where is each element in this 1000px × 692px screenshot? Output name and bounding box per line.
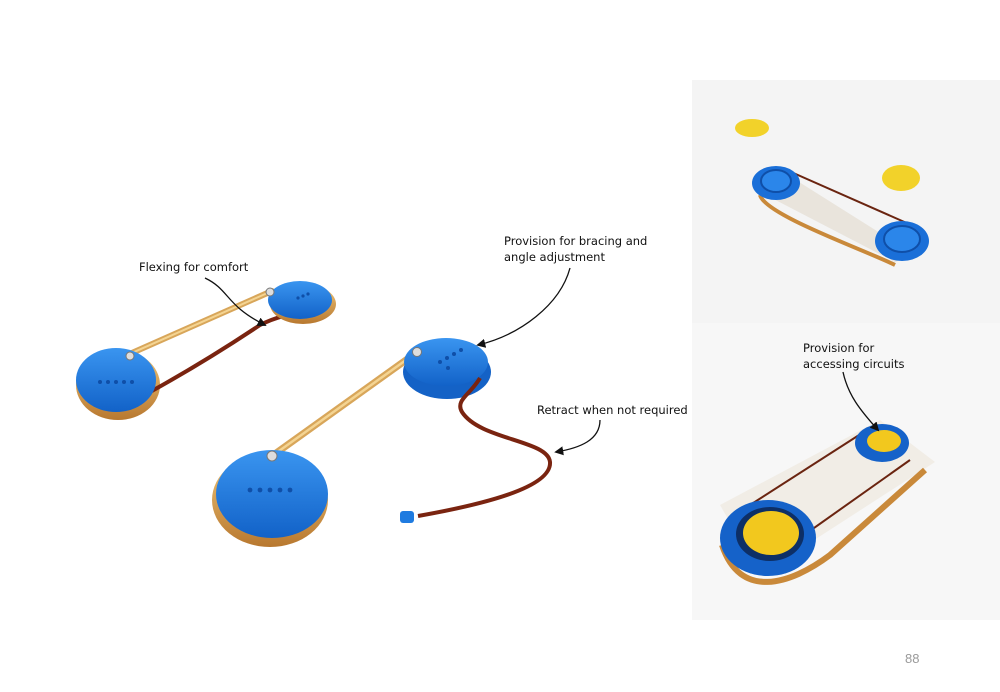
annotation-circuits-line1: Provision for <box>803 341 875 355</box>
yellow-cover <box>882 165 920 191</box>
annotation-circuits-line2: accessing circuits <box>803 357 905 371</box>
yellow-circuit-cover <box>743 511 799 555</box>
yellow-circuit-cover <box>867 430 901 452</box>
device-circuit-access-view <box>719 420 935 585</box>
annotation-bracing-line1: Provision for bracing and <box>504 234 648 248</box>
pivot-screw <box>266 450 278 462</box>
annotation-arrow <box>204 277 267 326</box>
cord-end-cap <box>400 511 414 523</box>
device-small-left <box>76 281 336 420</box>
annotation-arrow <box>842 371 880 432</box>
pivot-screw <box>125 351 135 361</box>
pivot-screw <box>265 287 275 297</box>
yellow-cover <box>735 119 769 137</box>
retractable-cord <box>417 376 553 518</box>
device-exploded-view <box>735 119 929 267</box>
device-large-center <box>212 338 553 547</box>
braille-dots <box>247 348 463 493</box>
pivot-screw <box>412 347 422 357</box>
blue-disc-bottom <box>216 450 328 538</box>
page-number: 88 <box>905 651 920 666</box>
annotation-bracing-line2: angle adjustment <box>504 250 605 264</box>
blue-disc-top <box>404 338 488 386</box>
annotation-arrow <box>476 267 571 348</box>
annotation-flexing: Flexing for comfort <box>139 260 249 274</box>
blue-disc-top <box>268 281 332 319</box>
annotation-arrow <box>554 419 601 456</box>
braille-dots <box>98 292 310 384</box>
annotation-retract: Retract when not required <box>537 403 688 417</box>
